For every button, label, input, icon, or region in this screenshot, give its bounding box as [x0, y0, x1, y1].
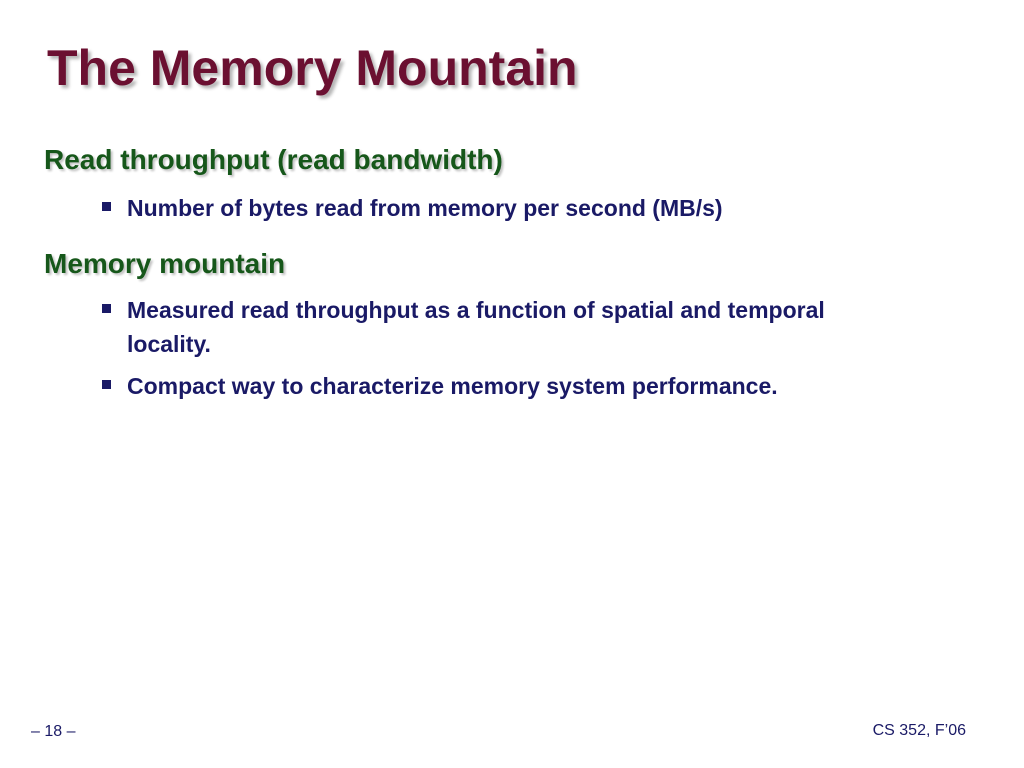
section-heading-memory-mountain: Memory mountain	[44, 248, 286, 279]
bullet-text: Measured read throughput as a function o…	[127, 297, 825, 357]
slide-title: The Memory Mountain	[47, 40, 578, 96]
bullet-item: Compact way to characterize memory syste…	[102, 369, 982, 403]
bullet-text: Number of bytes read from memory per sec…	[127, 195, 723, 221]
square-bullet-icon	[102, 304, 111, 313]
square-bullet-icon	[102, 202, 111, 211]
slide-page-number: – 18 –	[31, 723, 76, 740]
square-bullet-icon	[102, 380, 111, 389]
bullet-item: Number of bytes read from memory per sec…	[102, 191, 982, 225]
bullet-item: Measured read throughput as a function o…	[102, 293, 982, 361]
bullet-text: Compact way to characterize memory syste…	[127, 373, 778, 399]
course-label: CS 352, F’06	[872, 722, 966, 739]
section-heading-read-throughput: Read throughput (read bandwidth)	[44, 144, 503, 175]
